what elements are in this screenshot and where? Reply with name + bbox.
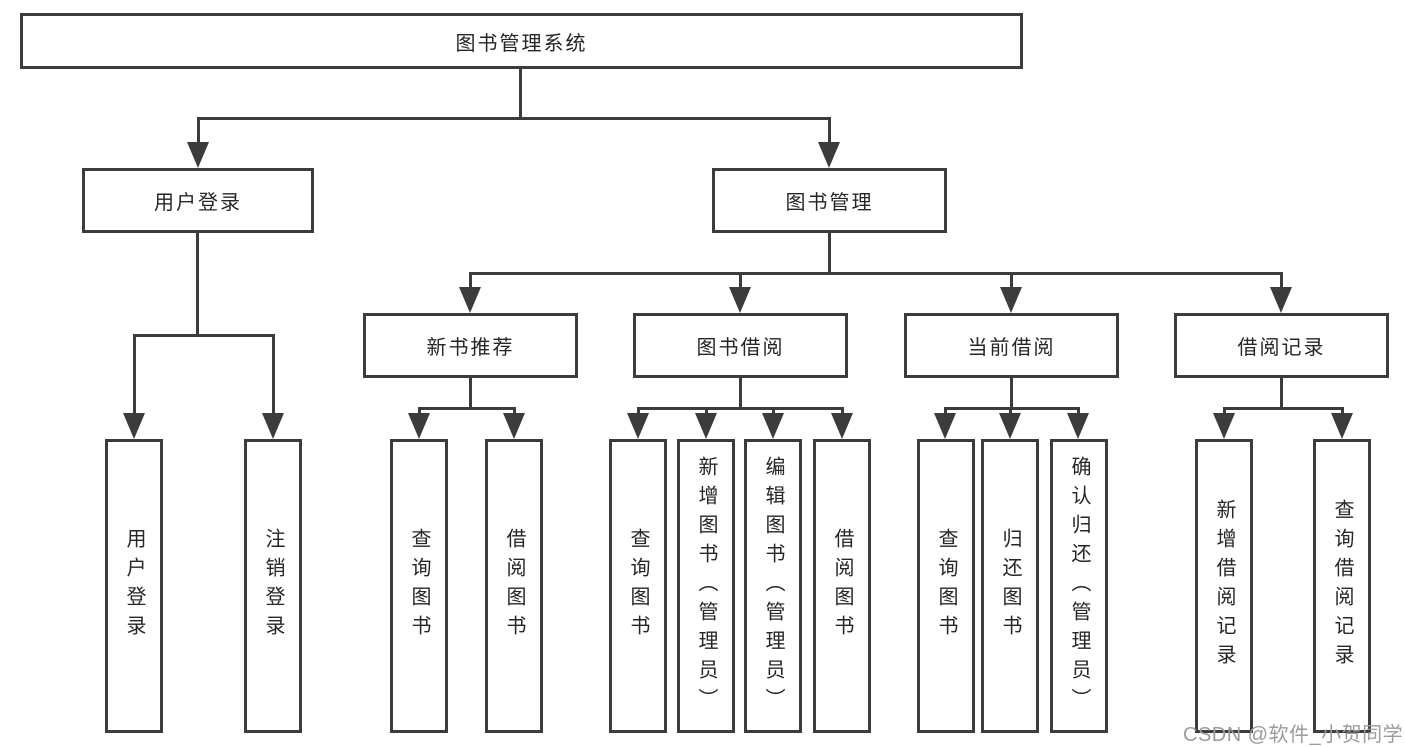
- leaf-add-borrow-record: 新增借阅记录: [1195, 439, 1253, 733]
- connector-mgmt-stub: [828, 233, 831, 274]
- connector-mgmt-hline: [469, 272, 1283, 275]
- arrow-down-icon: [729, 287, 751, 313]
- leaf-add-books-admin-label: 新增图书（管理员）: [695, 455, 717, 717]
- leaf-query-books-recommend: 查询图书: [390, 439, 448, 733]
- connector-drop: [1280, 272, 1283, 290]
- arrow-down-icon: [262, 413, 284, 439]
- leaf-query-borrow-record: 查询借阅记录: [1313, 439, 1371, 733]
- connector-drop: [772, 407, 775, 417]
- arrow-down-icon: [408, 413, 430, 439]
- arrow-down-icon: [627, 413, 649, 439]
- leaf-return-books: 归还图书: [981, 439, 1039, 733]
- leaf-borrow-books-recommend: 借阅图书: [485, 439, 543, 733]
- connector-drop: [1223, 407, 1226, 417]
- connector-login-stub: [196, 233, 199, 336]
- leaf-query-books-borrowing: 查询图书: [609, 439, 667, 733]
- connector-hline: [418, 407, 516, 410]
- arrow-down-icon: [187, 142, 209, 168]
- arrow-down-icon: [695, 413, 717, 439]
- node-root-label: 图书管理系统: [455, 32, 588, 55]
- connector-stub: [739, 378, 742, 410]
- arrow-down-icon: [1213, 413, 1235, 439]
- arrow-down-icon: [123, 413, 145, 439]
- arrow-down-icon: [503, 413, 525, 439]
- connector-hline: [1223, 407, 1344, 410]
- node-current-borrowing: 当前借阅: [904, 313, 1119, 378]
- node-book-management-label: 图书管理: [785, 192, 874, 214]
- leaf-user-login-label: 用户登录: [123, 528, 145, 644]
- node-root: 图书管理系统: [20, 13, 1023, 69]
- arrow-down-icon: [459, 287, 481, 313]
- connector-drop: [841, 407, 844, 417]
- leaf-confirm-return-admin: 确认归还（管理员）: [1050, 439, 1108, 733]
- leaf-logout-label: 注销登录: [262, 528, 284, 644]
- connector-hline: [944, 407, 1080, 410]
- connector-root-hline: [197, 117, 831, 120]
- connector-stub: [1010, 378, 1013, 410]
- node-user-login: 用户登录: [82, 168, 314, 233]
- connector-root-stub: [519, 69, 522, 119]
- connector-drop-login: [197, 117, 200, 147]
- connector-drop: [513, 407, 516, 417]
- leaf-add-borrow-record-label: 新增借阅记录: [1213, 499, 1235, 673]
- node-current-borrowing-label: 当前借阅: [967, 337, 1056, 359]
- leaf-add-books-admin: 新增图书（管理员）: [677, 439, 735, 733]
- node-user-login-label: 用户登录: [154, 192, 242, 214]
- arrow-down-icon: [1000, 287, 1022, 313]
- connector-drop: [418, 407, 421, 417]
- connector-drop: [469, 272, 472, 290]
- arrow-down-icon: [831, 413, 853, 439]
- leaf-borrow-books: 借阅图书: [813, 439, 871, 733]
- connector-drop: [1341, 407, 1344, 417]
- leaf-logout: 注销登录: [244, 439, 302, 733]
- arrow-down-icon: [1331, 413, 1353, 439]
- connector-drop: [739, 272, 742, 290]
- arrow-down-icon: [934, 413, 956, 439]
- connector-drop-mgmt: [828, 117, 831, 147]
- connector-login-hline: [133, 334, 275, 337]
- arrow-down-icon: [999, 413, 1021, 439]
- leaf-edit-books-admin-label: 编辑图书（管理员）: [762, 455, 784, 717]
- connector-drop: [133, 334, 136, 416]
- connector-drop: [272, 334, 275, 416]
- arrow-down-icon: [762, 413, 784, 439]
- connector-drop: [1009, 407, 1012, 417]
- node-book-management: 图书管理: [712, 168, 947, 233]
- leaf-edit-books-admin: 编辑图书（管理员）: [744, 439, 802, 733]
- leaf-confirm-return-admin-label: 确认归还（管理员）: [1068, 455, 1090, 717]
- leaf-return-books-label: 归还图书: [999, 528, 1021, 644]
- csdn-watermark: CSDN @软件_小贺同学: [1183, 724, 1404, 746]
- arrow-down-icon: [1067, 413, 1089, 439]
- node-borrowing-records-label: 借阅记录: [1237, 337, 1326, 359]
- leaf-query-books-current: 查询图书: [917, 439, 975, 733]
- leaf-query-borrow-record-label: 查询借阅记录: [1331, 499, 1353, 673]
- node-new-book-recommend-label: 新书推荐: [426, 337, 515, 359]
- connector-drop: [705, 407, 708, 417]
- connector-drop: [1077, 407, 1080, 417]
- leaf-query-books-borrowing-label: 查询图书: [627, 528, 649, 644]
- arrow-down-icon: [1270, 287, 1292, 313]
- connector-drop: [944, 407, 947, 417]
- leaf-borrow-books-recommend-label: 借阅图书: [503, 528, 525, 644]
- node-book-borrowing-label: 图书借阅: [696, 337, 785, 359]
- leaf-borrow-books-label: 借阅图书: [831, 528, 853, 644]
- arrow-down-icon: [818, 142, 840, 168]
- connector-drop: [1010, 272, 1013, 290]
- connector-stub: [469, 378, 472, 410]
- leaf-query-books-current-label: 查询图书: [935, 528, 957, 644]
- leaf-user-login: 用户登录: [105, 439, 163, 733]
- connector-stub: [1280, 378, 1283, 410]
- connector-hline: [637, 407, 844, 410]
- node-new-book-recommend: 新书推荐: [363, 313, 578, 378]
- leaf-query-books-recommend-label: 查询图书: [408, 528, 430, 644]
- connector-drop: [637, 407, 640, 417]
- node-borrowing-records: 借阅记录: [1174, 313, 1389, 378]
- node-book-borrowing: 图书借阅: [633, 313, 848, 378]
